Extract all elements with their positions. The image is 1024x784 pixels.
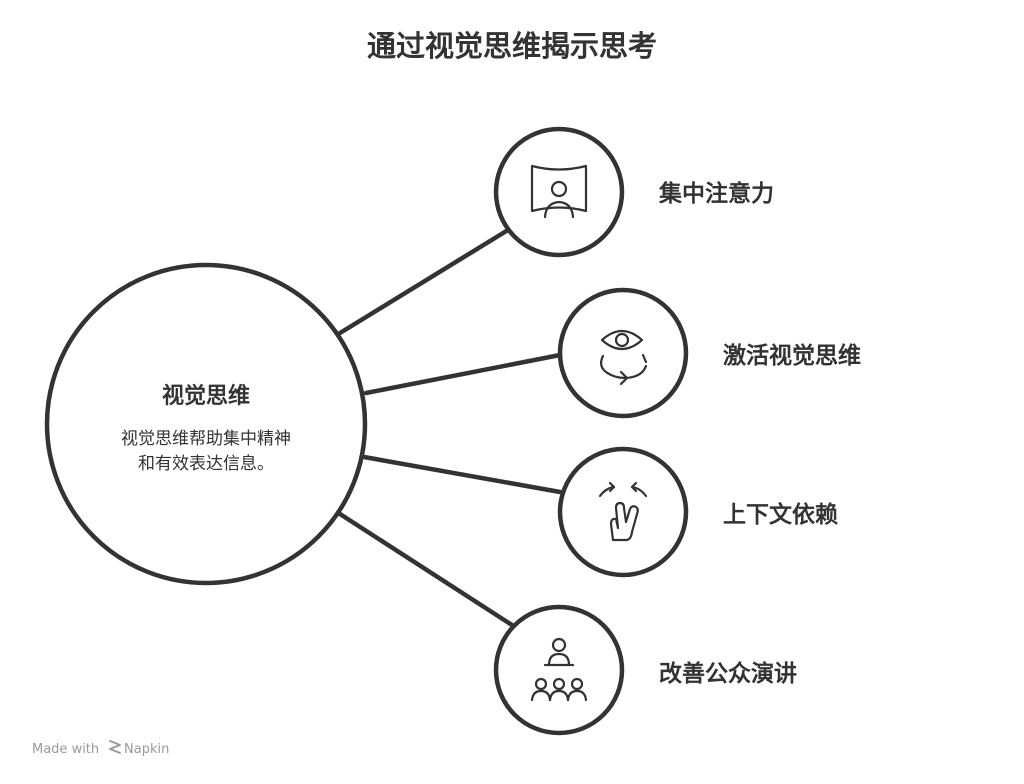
branch-node-4: 改善公众演讲 xyxy=(493,604,797,736)
hub-description-line-2: 和有效表达信息。 xyxy=(138,454,274,474)
branch-circle-2 xyxy=(557,287,689,419)
eye-rotate-icon xyxy=(599,329,648,386)
hub-node: 视觉思维 视觉思维帮助集中精神 和有效表达信息。 xyxy=(44,262,368,586)
branch-node-2: 激活视觉思维 xyxy=(557,287,861,419)
connectors xyxy=(337,227,563,630)
branch-node-3: 上下文依赖 xyxy=(557,446,838,578)
connector-1 xyxy=(337,227,511,336)
watermark: Made with Napkin xyxy=(32,740,169,757)
focus-presentation-icon xyxy=(530,164,588,219)
napkin-logo-icon xyxy=(109,740,121,754)
branch-label-1: 集中注意力 xyxy=(658,180,774,207)
branch-node-1: 集中注意力 xyxy=(493,126,774,258)
connector-3 xyxy=(361,454,563,495)
connector-4 xyxy=(337,511,518,630)
branch-label-2: 激活视觉思维 xyxy=(723,342,861,369)
pinch-gesture-icon xyxy=(598,481,648,542)
hub-description-line-1: 视觉思维帮助集中精神 xyxy=(121,429,291,449)
branch-circle-4 xyxy=(493,604,625,736)
watermark-prefix: Made with xyxy=(32,742,99,757)
watermark-brand: Napkin xyxy=(124,742,169,757)
hub-circle xyxy=(44,262,368,586)
diagram-title: 通过视觉思维揭示思考 xyxy=(367,29,657,63)
branch-label-4: 改善公众演讲 xyxy=(659,660,797,687)
branch-circle-1 xyxy=(493,126,625,258)
connector-2 xyxy=(363,352,563,396)
speaker-audience-icon xyxy=(530,637,588,702)
branch-label-3: 上下文依赖 xyxy=(723,501,838,528)
hub-title: 视觉思维 xyxy=(162,383,250,409)
branch-circle-3 xyxy=(557,446,689,578)
